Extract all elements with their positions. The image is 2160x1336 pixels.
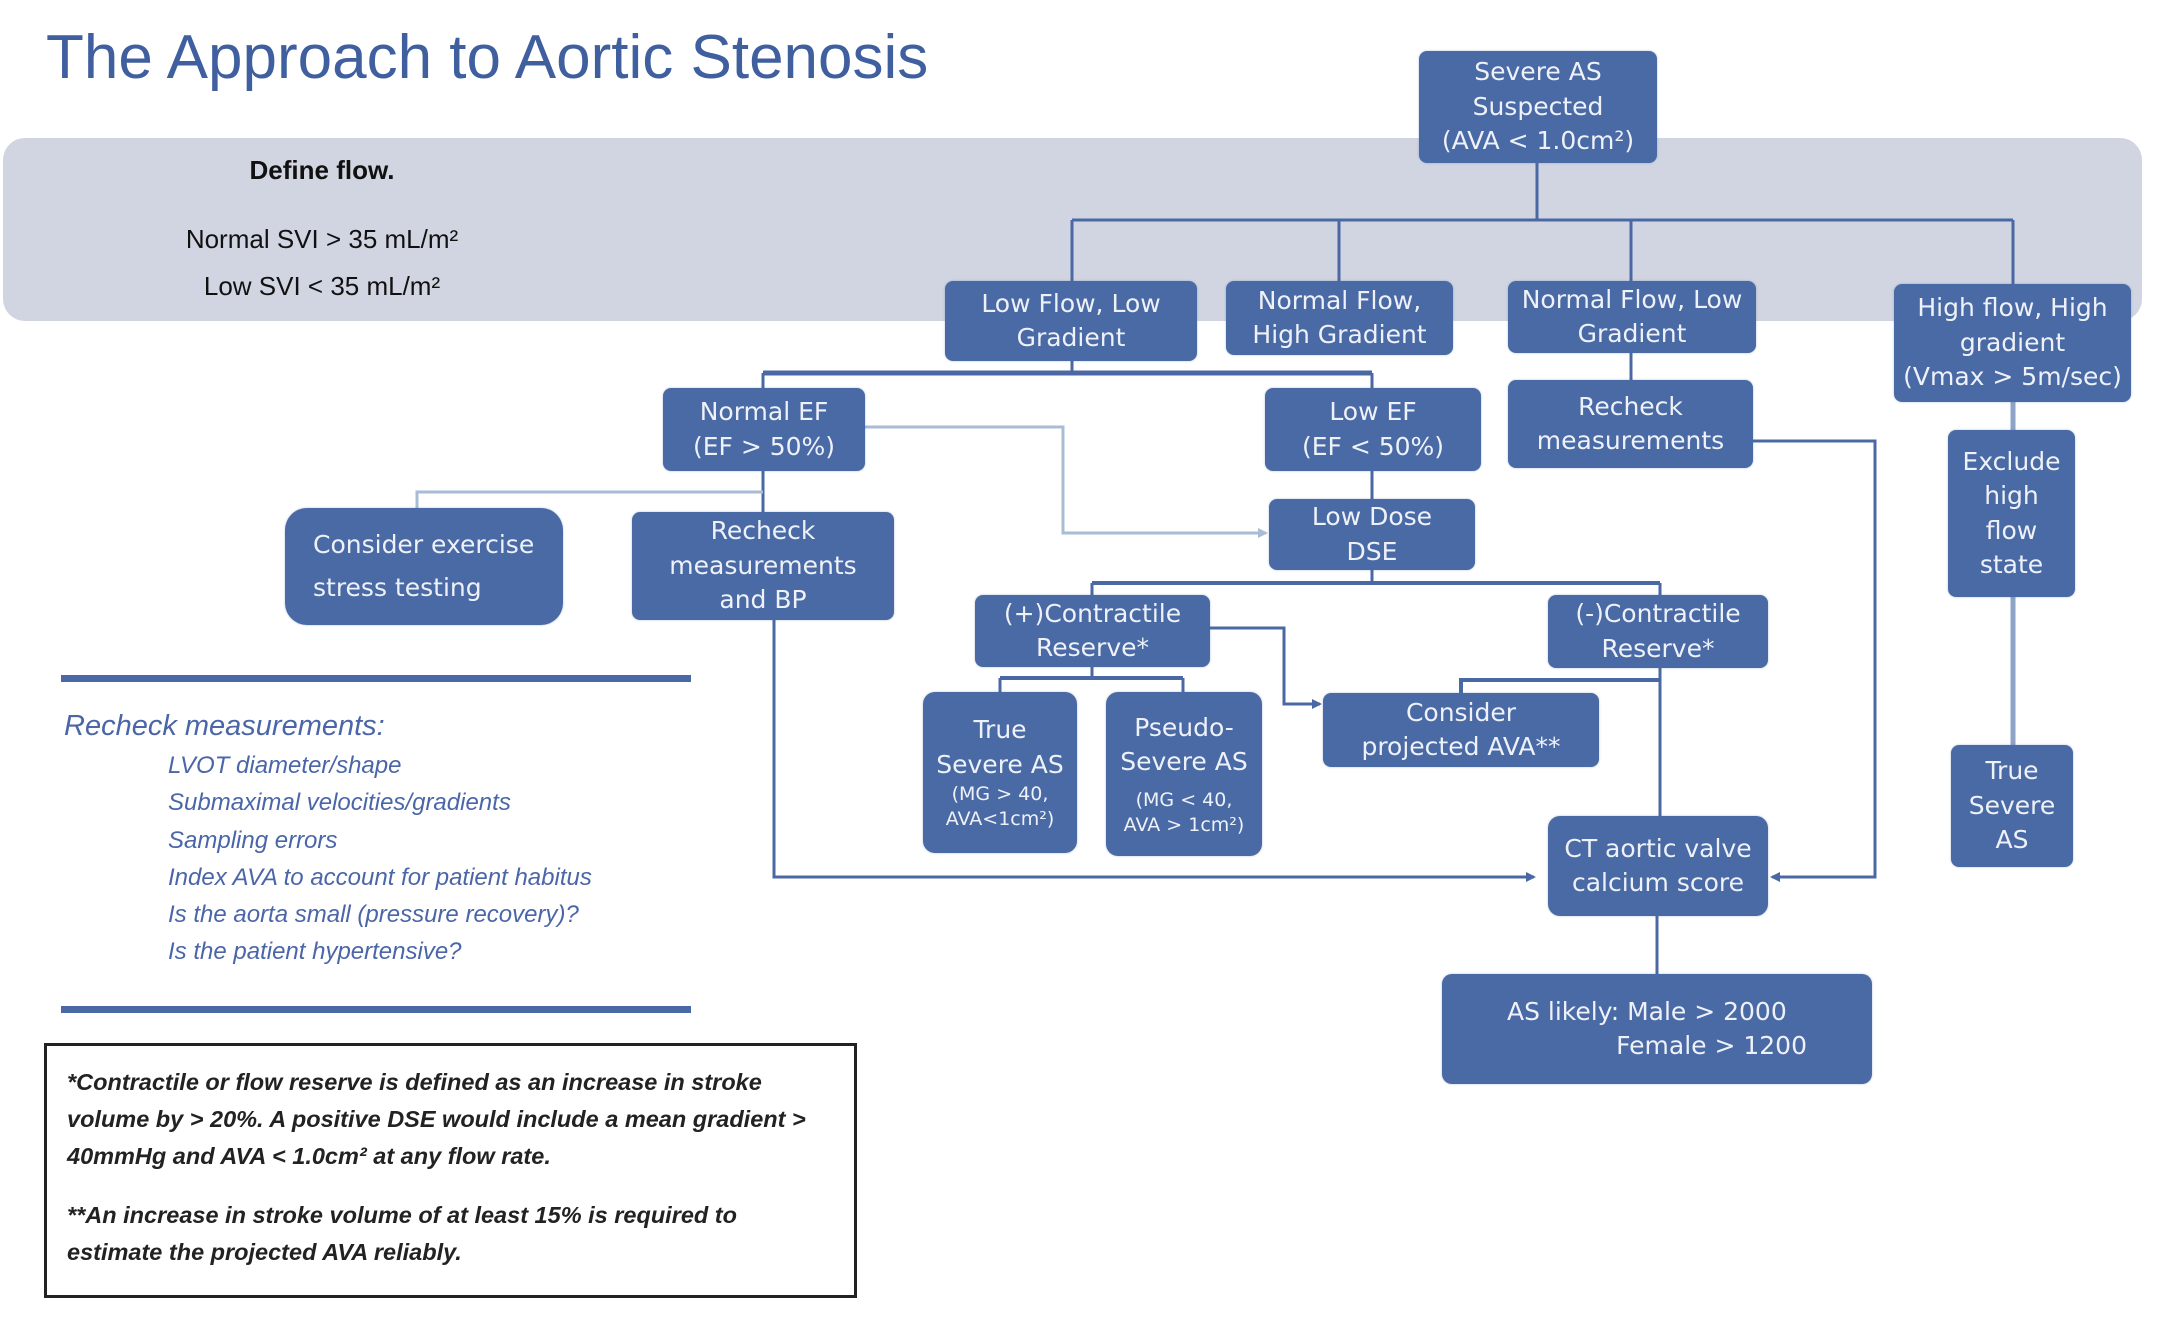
node-text: AS — [1995, 825, 2029, 855]
node-text: DSE — [1346, 536, 1398, 566]
node-text: flow — [1985, 515, 2038, 545]
node-text: state — [1979, 550, 2044, 579]
node-recheck-measurements-right: Recheck measurements — [1508, 380, 1753, 468]
node-text: (EF < 50%) — [1301, 431, 1445, 461]
node-text: True — [1985, 756, 2039, 786]
connector-poscr-to-projected — [1210, 626, 1322, 709]
node-text: (EF > 50%) — [692, 431, 836, 461]
node-text: (MG > 40, — [951, 783, 1049, 806]
node-text: Reserve* — [1036, 633, 1149, 662]
connector-normalef-to-exercise — [415, 490, 763, 508]
node-text: Normal EF — [699, 397, 829, 426]
node-consider-exercise: Consider exercise stress testing — [285, 508, 563, 625]
node-text: measurements — [669, 550, 857, 580]
node-exclude-high-flow: Exclude high flow state — [1948, 430, 2075, 597]
node-text: Consider — [1405, 697, 1517, 727]
node-text: (-)Contractile — [1575, 599, 1741, 628]
node-text: Severe AS — [1474, 57, 1602, 87]
node-severe-as-suspected: Severe AS Suspected (AVA < 1.0cm²) — [1419, 51, 1657, 163]
define-flow-heading: Define flow. — [249, 155, 395, 185]
node-recheck-measurements-bp: Recheck measurements and BP — [632, 512, 894, 620]
node-text: Severe AS — [936, 749, 1064, 779]
connector-recheckbp-to-ct — [772, 620, 1536, 882]
node-text: Recheck — [710, 516, 816, 546]
node-text: Low Flow, Low — [981, 288, 1161, 318]
footnote-box: *Contractile or flow reserve is defined … — [44, 1043, 857, 1298]
node-text: gradient — [1959, 327, 2066, 357]
node-high-flow-high-gradient: High flow, High gradient (Vmax > 5m/sec) — [1894, 284, 2131, 402]
node-text: Reserve* — [1601, 633, 1715, 663]
node-text: Recheck — [1578, 391, 1683, 421]
connector-recheck-to-ct — [1753, 439, 1877, 882]
node-text: High flow, High — [1917, 293, 2108, 323]
node-text: (+)Contractile — [1003, 598, 1182, 628]
node-text: AS likely: Male > 2000 — [1507, 996, 1787, 1026]
node-text: calcium score — [1571, 868, 1745, 897]
connector-normalef-to-dse — [865, 425, 1268, 538]
recheck-item: Index AVA to account for patient habitus — [168, 863, 592, 891]
node-text: (Vmax > 5m/sec) — [1903, 362, 2122, 392]
node-text: Consider exercise — [313, 530, 535, 559]
node-text: AVA<1cm²) — [945, 808, 1055, 830]
node-text: Gradient — [1577, 319, 1687, 348]
node-text: Exclude — [1962, 446, 2061, 476]
footnote-projected-ava: **An increase in stroke volume of at lea… — [67, 1202, 737, 1265]
node-text: Female > 1200 — [1616, 1031, 1807, 1060]
node-text: Low Dose — [1311, 502, 1433, 531]
normal-svi-label: Normal SVI > 35 mL/m² — [185, 224, 459, 254]
node-text: Gradient — [1016, 323, 1126, 352]
recheck-item: LVOT diameter/shape — [168, 752, 402, 779]
node-text: (AVA < 1.0cm²) — [1441, 126, 1635, 156]
footnote-contractile: *Contractile or flow reserve is defined … — [67, 1069, 806, 1169]
connector-negcr-to-projected — [1459, 678, 1660, 693]
node-text: Severe — [1968, 790, 2056, 820]
divider-bottom — [61, 1006, 691, 1013]
node-text: and BP — [719, 585, 807, 615]
recheck-item: Is the aorta small (pressure recovery)? — [168, 901, 579, 929]
node-text: True — [973, 715, 1027, 745]
node-text: stress testing — [313, 572, 482, 602]
node-text: AVA > 1cm²) — [1123, 813, 1245, 836]
node-text: Normal Flow, Low — [1521, 284, 1743, 314]
page-title: The Approach to Aortic Stenosis — [46, 23, 929, 92]
node-consider-projected-ava: Consider projected AVA** — [1323, 693, 1599, 767]
node-text: high — [1984, 481, 2039, 510]
recheck-panel-title: Recheck measurements: — [64, 710, 385, 742]
node-normal-flow-high-gradient: Normal Flow, High Gradient — [1226, 281, 1453, 355]
node-text: Suspected — [1472, 91, 1604, 121]
node-ct-calcium-score: CT aortic valve calcium score — [1548, 816, 1768, 916]
recheck-item: Sampling errors — [168, 826, 338, 854]
node-text: Severe AS — [1120, 747, 1248, 777]
node-normal-ef: Normal EF (EF > 50%) — [663, 388, 865, 471]
node-text: Normal Flow, — [1257, 285, 1422, 315]
recheck-item: Is the patient hypertensive? — [168, 938, 462, 966]
node-text: measurements — [1536, 426, 1725, 455]
node-text: CT aortic valve — [1564, 833, 1752, 863]
node-text: High Gradient — [1252, 320, 1427, 349]
divider-top — [61, 675, 691, 682]
low-svi-label: Low SVI < 35 mL/m² — [203, 271, 441, 301]
node-text: Low EF — [1329, 397, 1417, 426]
node-low-ef: Low EF (EF < 50%) — [1265, 388, 1481, 471]
recheck-list: LVOT diameter/shape Submaximal velocitie… — [168, 752, 592, 976]
node-pseudo-severe-as: Pseudo- Severe AS (MG < 40,AVA > 1cm²) — [1106, 692, 1262, 856]
recheck-item: Submaximal velocities/gradients — [168, 789, 511, 817]
node-text: Pseudo- — [1134, 712, 1234, 742]
node-text: (MG < 40, — [1135, 788, 1233, 811]
node-text: projected AVA** — [1361, 732, 1561, 761]
